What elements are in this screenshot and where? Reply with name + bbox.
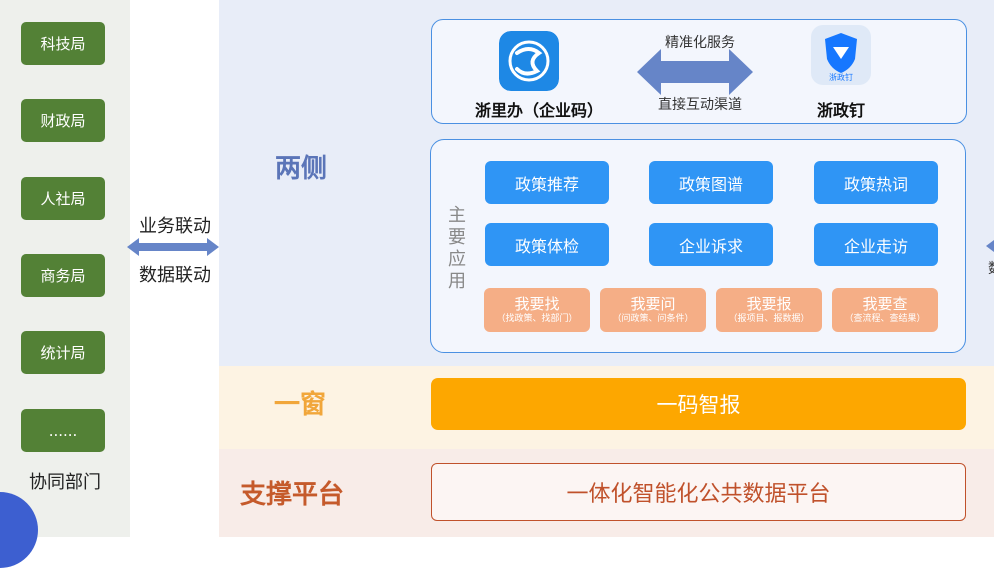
edge-arrow-icon: [986, 240, 994, 252]
shield-icon: [825, 33, 857, 73]
layer-label-top: 两侧: [275, 154, 328, 184]
zhezhengding-app-name: 浙政钉: [816, 101, 865, 120]
ask-button[interactable]: 我要问 （问政策、问条件）: [600, 288, 706, 332]
zheliban-app-icon[interactable]: [499, 31, 559, 91]
enterprise-visit-button[interactable]: 企业走访: [814, 223, 938, 266]
query-title: 我要查: [862, 294, 908, 313]
dept-button-tongji[interactable]: 统计局: [21, 331, 105, 374]
ask-title: 我要问: [630, 294, 676, 313]
one-code-report-bar[interactable]: 一码智报: [431, 378, 966, 430]
policy-map-button[interactable]: 政策图谱: [649, 161, 773, 204]
data-link-label: 数据联动: [139, 265, 211, 286]
dept-button-more[interactable]: ......: [21, 409, 105, 452]
enterprise-appeal-button[interactable]: 企业诉求: [649, 223, 773, 266]
layer-label-bottom: 支撑平台: [240, 480, 345, 510]
layer-label-middle: 一窗: [274, 390, 327, 420]
dept-button-renshe[interactable]: 人社局: [21, 177, 105, 220]
main-apps-label: 主要应用: [448, 205, 466, 292]
ask-subtitle: （问政策、问条件）: [612, 313, 694, 324]
query-subtitle: （查流程、查结果）: [844, 313, 926, 324]
edge-text-fragment: 数: [988, 258, 994, 278]
policy-recommend-button[interactable]: 政策推荐: [485, 161, 609, 204]
report-subtitle: （报项目、报数据）: [728, 313, 810, 324]
zhezhengding-app-icon[interactable]: 浙政钉: [811, 25, 871, 85]
double-arrow-icon: [127, 238, 219, 256]
query-button[interactable]: 我要查 （查流程、查结果）: [832, 288, 938, 332]
left-caption: 协同部门: [29, 472, 101, 493]
dept-button-keji[interactable]: 科技局: [21, 22, 105, 65]
policy-hotwords-button[interactable]: 政策热词: [814, 161, 938, 204]
find-title: 我要找: [514, 294, 560, 313]
report-button[interactable]: 我要报 （报项目、报数据）: [716, 288, 822, 332]
arrow-bottom-label: 直接互动渠道: [658, 97, 742, 113]
zheliban-app-name: 浙里办（企业码）: [474, 101, 603, 120]
dept-button-caizheng[interactable]: 财政局: [21, 99, 105, 142]
policy-checkup-button[interactable]: 政策体检: [485, 223, 609, 266]
zhezhengding-icon-text: 浙政钉: [829, 73, 853, 82]
report-title: 我要报: [746, 294, 792, 313]
public-data-platform-bar[interactable]: 一体化智能化公共数据平台: [431, 463, 966, 521]
business-link-label: 业务联动: [139, 216, 211, 237]
find-subtitle: （找政策、找部门）: [496, 313, 578, 324]
dept-button-shangwu[interactable]: 商务局: [21, 254, 105, 297]
arrow-top-label: 精准化服务: [665, 35, 735, 51]
find-button[interactable]: 我要找 （找政策、找部门）: [484, 288, 590, 332]
interaction-arrow-icon: [637, 49, 753, 95]
